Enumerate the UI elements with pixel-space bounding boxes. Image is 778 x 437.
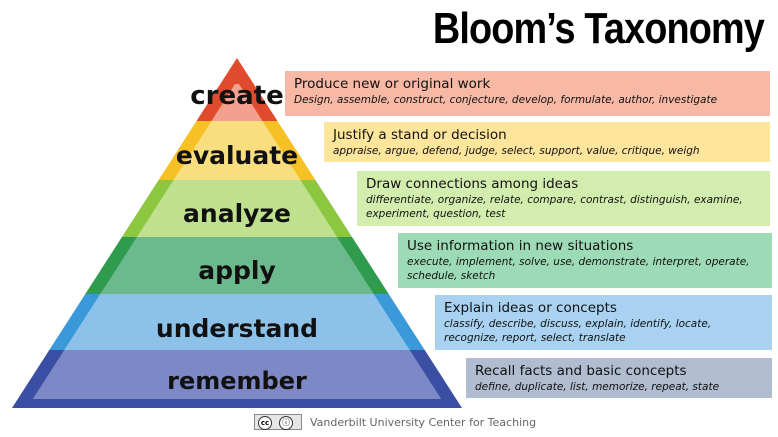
level-label-create: create [190, 81, 283, 111]
pyramid-band-inner-apply [100, 237, 374, 294]
description-box-understand: Explain ideas or concepts classify, descr… [435, 295, 772, 350]
description-box-apply: Use information in new situations execute… [398, 233, 772, 288]
level-label-understand: understand [156, 314, 318, 343]
description-heading: Justify a stand or decision [333, 127, 507, 143]
description-heading: Recall facts and basic concepts [475, 363, 687, 379]
pyramid-band-inner-analyze [136, 180, 338, 237]
description-box-remember: Recall facts and basic concepts define, d… [466, 358, 772, 398]
description-heading: Produce new or original work [294, 76, 491, 92]
description-heading: Explain ideas or concepts [444, 300, 617, 316]
page-title: Bloom’s Taxonomy [432, 4, 765, 53]
description-heading: Draw connections among ideas [366, 176, 579, 192]
verb-list: define, duplicate, list, memorize, repea… [475, 381, 720, 393]
footer-credit: Vanderbilt University Center for Teachin… [310, 415, 537, 429]
pyramid-band-inner-remember [32, 350, 442, 399]
level-label-remember: remember [167, 367, 307, 395]
verb-list: execute, implement, solve, use, demonstr… [407, 256, 750, 282]
verb-list: appraise, argue, defend, judge, select, … [333, 145, 700, 157]
pyramid-band-inner-create [211, 84, 263, 121]
level-label-evaluate: evaluate [176, 141, 298, 170]
verb-list: differentiate, organize, relate, compare… [366, 194, 743, 220]
description-box-evaluate: Justify a stand or decision appraise, arg… [324, 122, 770, 162]
attribution-icon: ⓘ [279, 416, 293, 430]
cc-icon: cc [258, 416, 272, 430]
creative-commons-badge: cc ⓘ [254, 414, 302, 430]
description-heading: Use information in new situations [407, 238, 634, 254]
verb-list: classify, describe, discuss, explain, id… [444, 318, 712, 344]
description-box-analyze: Draw connections among ideas differentiat… [357, 171, 770, 226]
verb-list: Design, assemble, construct, conjecture,… [294, 94, 718, 106]
pyramid-band-inner-understand [64, 294, 410, 350]
pyramid-band-inner-evaluate [173, 121, 301, 180]
level-label-analyze: analyze [183, 199, 291, 228]
footer: cc ⓘ Vanderbilt University Center for Te… [254, 414, 536, 430]
level-label-apply: apply [198, 256, 276, 285]
